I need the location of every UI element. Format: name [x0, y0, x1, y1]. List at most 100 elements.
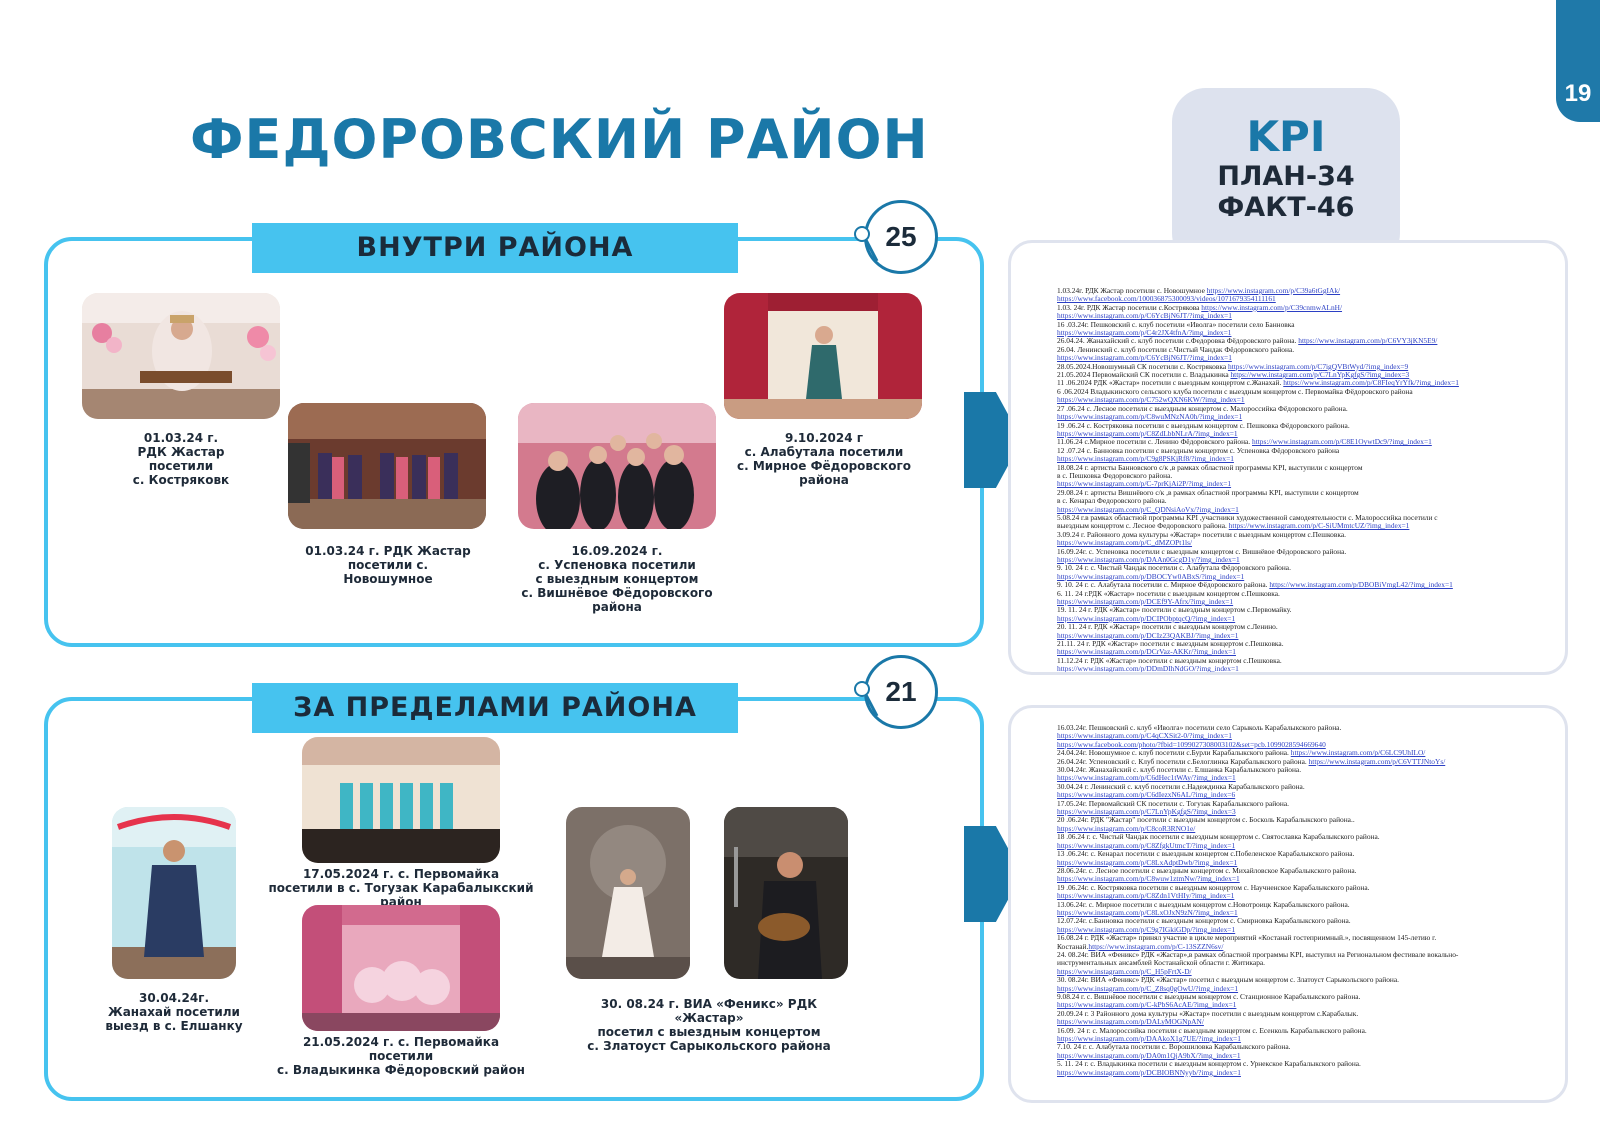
- list-entry-link[interactable]: https://www.instagram.com/p/C8ZfgkUtmcT/…: [1057, 841, 1236, 850]
- list-entry-text: 16.03.24г. Пешковский с. клуб «Иволга» п…: [1057, 724, 1342, 732]
- list-entry-text: 20 .06.24г. РДК "Жастар" посетили с выез…: [1057, 816, 1355, 825]
- list-entry-link[interactable]: https://www.instagram.com/p/DCIPObptqcQ/…: [1057, 614, 1236, 623]
- list-entry: https://www.facebook.com/photo/?fbid=109…: [1057, 741, 1555, 749]
- list-entry-text: 13 .06.24г. с. Кенарал посетили с выездн…: [1057, 850, 1355, 859]
- kpi-fact: ФАКТ-46: [1217, 192, 1355, 223]
- list-entry-link[interactable]: https://www.instagram.com/p/DCIz23QAKBJ/…: [1057, 631, 1239, 640]
- list-entry: https://www.instagram.com/p/C8LxAdptDwb/…: [1057, 859, 1555, 867]
- list-entry-link[interactable]: https://www.instagram.com/p/C6LC9UhILO/: [1290, 749, 1426, 758]
- list-entry-text: 9. 10. 24 г. с. Алабутала посетили с. Ми…: [1057, 581, 1270, 590]
- list-entry-text: 19. 11. 24 г. РДК «Жастар» посетили с вы…: [1057, 606, 1292, 615]
- list-entry-link[interactable]: https://www.instagram.com/p/C_H5pFrtX-D/: [1057, 967, 1192, 976]
- list-entry: 3.09.24 г. Районного дома культуры «Жаст…: [1057, 531, 1555, 539]
- list-entry: https://www.instagram.com/p/DCIz23QAKBJ/…: [1057, 632, 1555, 640]
- list-entry-link[interactable]: https://www.instagram.com/p/C39cnmwALnH/: [1201, 303, 1343, 312]
- list-entry: 19 .06.24г. с. Костряковка посетили с вы…: [1057, 884, 1555, 892]
- list-entry-text: 16.09.24г. с. Успеновка посетили с выезд…: [1057, 547, 1347, 556]
- list-entry-link[interactable]: https://www.instagram.com/p/C8FIeqYrYfk/…: [1283, 379, 1459, 388]
- list-entry-link[interactable]: https://www.instagram.com/p/C-7prKjAi2P/…: [1057, 480, 1232, 489]
- list-entry: https://www.instagram.com/p/DAAkoX1g7UE/…: [1057, 1035, 1555, 1043]
- photo-uspenovka-concert: [518, 403, 716, 529]
- list-entry-link[interactable]: https://www.instagram.com/p/C8Zdn1VtHIy/…: [1057, 892, 1235, 901]
- list-entry-link[interactable]: https://www.instagram.com/p/C_QDNsiAoVx/…: [1057, 505, 1239, 514]
- list-entry: 30.04.24 г. Ленинский с. клуб посетили с…: [1057, 783, 1555, 791]
- list-entry: 6 .06.2024 Владыкинского сельского клуба…: [1057, 388, 1555, 396]
- list-entry-link[interactable]: https://www.instagram.com/p/C7igQVBtWyd/…: [1227, 362, 1409, 371]
- outside-count-badge: 21: [854, 655, 938, 729]
- list-entry-link[interactable]: https://www.instagram.com/p/DA0m1QjA9bX/…: [1057, 1051, 1241, 1060]
- list-entry-link[interactable]: https://www.instagram.com/p/C-SiUMmtcUZ/…: [1228, 522, 1410, 531]
- list-entry-link[interactable]: https://www.instagram.com/p/C7LnYpKgfgS/…: [1230, 371, 1410, 380]
- list-entry-link[interactable]: https://www.instagram.com/p/C8wuMNzNA0h/…: [1057, 413, 1243, 422]
- list-entry-link[interactable]: https://www.instagram.com/p/DCrVaz-AKKr/…: [1057, 648, 1236, 657]
- list-entry-link[interactable]: https://www.instagram.com/p/C752wQXN6KW/…: [1057, 396, 1245, 405]
- list-entry-link[interactable]: https://www.instagram.com/p/C8E1OywtDc9/…: [1252, 438, 1432, 447]
- list-entry-link[interactable]: https://www.instagram.com/p/C9g7IGkiGDp/…: [1057, 925, 1236, 934]
- caption-novoshumnoe: 01.03.24 г. РДК Жастар посетили с. Новош…: [305, 544, 471, 586]
- list-entry-link[interactable]: https://www.instagram.com/p/DCEf9Y-Afrx/…: [1057, 598, 1234, 607]
- list-entry-text: 11.06.24 с.Мирное посетили с. Ленино Фёд…: [1057, 438, 1252, 447]
- list-entry-text: 21.11. 24 г. РДК «Жастар» посетили с вые…: [1057, 640, 1284, 649]
- list-entry-link[interactable]: https://www.facebook.com/photo/?fbid=109…: [1057, 740, 1326, 749]
- list-entry-link[interactable]: https://www.facebook.com/100036875300093…: [1057, 295, 1276, 304]
- list-entry-text: инструментальных ансамблей Костанайской …: [1057, 959, 1266, 968]
- list-entry-link[interactable]: https://www.instagram.com/p/DAAn0GcgD1y/…: [1057, 556, 1240, 564]
- list-entry-link[interactable]: https://www.instagram.com/p/DBOCYw0ABxS/…: [1057, 572, 1245, 581]
- list-entry-text: 17.05.24г. Первомайский СК посетили с. Т…: [1057, 799, 1289, 808]
- outside-district-panel: ЗА ПРЕДЕЛАМИ РАЙОНА 30.04.24г. Жанахай п…: [44, 683, 984, 1101]
- list-entry-text: 18 .06.24 г. с. Чистый Чандак посетили с…: [1057, 833, 1380, 842]
- list-entry-text: 19 .06.24 с. Костряковка посетили с выез…: [1057, 421, 1350, 430]
- list-entry-link[interactable]: https://www.instagram.com/p/C8ZdLbbNLrA/…: [1057, 429, 1238, 438]
- photo-alabutala-concert: [724, 293, 922, 419]
- list-entry: 20.09.24 г. 3 Районного дома культуры «Ж…: [1057, 1010, 1555, 1018]
- list-entry-link[interactable]: https://www.instagram.com/p/DCBIOBNNyyb/…: [1057, 1068, 1241, 1077]
- list-entry: https://www.instagram.com/p/C8coR3RNO1e/: [1057, 825, 1555, 833]
- list-entry: инструментальных ансамблей Костанайской …: [1057, 959, 1555, 967]
- list-entry-link[interactable]: https://www.instagram.com/p/C4qCXSit2-0/…: [1057, 732, 1232, 741]
- list-entry: 1.03. 24г. РДК Жастар посетили с.Костряк…: [1057, 304, 1555, 312]
- list-entry: 30. 08.24г. ВИА «Феникс» РДК «Жастар» по…: [1057, 976, 1555, 984]
- list-entry-link[interactable]: https://www.instagram.com/p/C6YcBjN6JT/?…: [1057, 354, 1232, 363]
- list-entry-link[interactable]: https://www.instagram.com/p/DDmDIhNdGO/?…: [1057, 665, 1239, 674]
- list-entry-link[interactable]: https://www.instagram.com/p/C8coR3RNO1e/: [1057, 824, 1196, 833]
- list-entry-link[interactable]: https://www.instagram.com/p/C_Z8sq0gOwU/…: [1057, 984, 1239, 993]
- outside-district-label: ЗА ПРЕДЕЛАМИ РАЙОНА: [252, 683, 738, 733]
- list-entry-link[interactable]: https://www.instagram.com/p/DBOBiVmgL42/…: [1269, 581, 1453, 590]
- list-entry-link[interactable]: https://www.instagram.com/p/C8LxAdptDwb/…: [1057, 858, 1238, 867]
- list-entry-link[interactable]: https://www.instagram.com/p/C4r2JX4tfnA/…: [1057, 329, 1232, 338]
- list-entry-link[interactable]: https://www.instagram.com/p/C7LnYpKgfgS/…: [1057, 808, 1236, 817]
- list-entry-text: 21.05.2024 Первомайский СК посетили с. В…: [1057, 371, 1231, 380]
- list-entry: 18.08.24 г. артисты Банновского с/к ,в р…: [1057, 464, 1555, 472]
- list-entry-link[interactable]: https://www.instagram.com/p/C8LxOJxN9zN/…: [1057, 908, 1238, 917]
- list-entry: 29.08.24 г. артисты Вишнёвого с/к ,в рам…: [1057, 489, 1555, 497]
- caption-pervomaika-vladykinka: 21.05.2024 г. с. Первомайка посетили с. …: [277, 1035, 525, 1077]
- caption-feniks-zlatoust: 30. 08.24 г. ВИА «Феникс» РДК «Жастар» п…: [587, 997, 831, 1053]
- list-entry-link[interactable]: https://www.instagram.com/p/DALyMOGNpAN/: [1057, 1018, 1204, 1027]
- list-entry-link[interactable]: https://www.instagram.com/p/C6dIezxN6AL/…: [1057, 791, 1236, 800]
- list-entry-link[interactable]: https://www.instagram.com/p/C-13SZZN6sv/: [1088, 942, 1224, 951]
- list-entry: 30.04.24г. Жанахайский с. клуб посетили …: [1057, 766, 1555, 774]
- list-entry-text: 30.04.24 г. Ленинский с. клуб посетили с…: [1057, 782, 1305, 791]
- list-entry-link[interactable]: https://www.instagram.com/p/C6dHec1tWAy/…: [1057, 774, 1236, 783]
- list-entry: 5.08.24 г.в рамках областной программы K…: [1057, 514, 1555, 522]
- list-entry: 18 .06.24 г. с. Чистый Чандак посетили с…: [1057, 833, 1555, 841]
- list-entry-link[interactable]: https://www.instagram.com/p/C_dMZOPt1ls/: [1057, 539, 1193, 548]
- list-entry-text: 12 .07.24 с. Банновка посетили с выездны…: [1057, 446, 1340, 455]
- list-entry-link[interactable]: https://www.instagram.com/p/C6VY3jKN5E9/: [1298, 337, 1438, 346]
- list-entry: https://www.instagram.com/p/C8wuw1ztmNw/…: [1057, 875, 1555, 883]
- list-entry-text: 28.05.2024.Новошумный СК посетили с. Кос…: [1057, 362, 1228, 371]
- photo-feniks-zlatoust-2: [724, 807, 848, 979]
- list-entry-link[interactable]: https://www.instagram.com/p/C39a6tGgIAk/: [1206, 287, 1341, 295]
- list-entry-link[interactable]: https://www.instagram.com/p/C6YcBjN6JT/?…: [1057, 312, 1232, 321]
- list-entry-link[interactable]: https://www.instagram.com/p/C6VTTJNtoYs/: [1308, 757, 1446, 766]
- list-entry: 26.04.24. Жанахайский с. клуб посетили с…: [1057, 337, 1555, 345]
- list-entry: https://www.instagram.com/p/C4r2JX4tfnA/…: [1057, 329, 1555, 337]
- list-entry: 24. 08.24г. ВИА «Феникс» РДК «Жастар»,в …: [1057, 951, 1555, 959]
- list-entry-link[interactable]: https://www.instagram.com/p/C9g8PSKjRf8/…: [1057, 455, 1234, 464]
- list-entry-link[interactable]: https://www.instagram.com/p/DAAkoX1g7UE/…: [1057, 1035, 1241, 1044]
- list-entry: https://www.instagram.com/p/DBOCYw0ABxS/…: [1057, 573, 1555, 581]
- list-entry-link[interactable]: https://www.instagram.com/p/C8wuw1ztmNw/…: [1057, 875, 1240, 884]
- list-entry-link[interactable]: https://www.instagram.com/p/C-kPbS6AcAE/…: [1057, 1001, 1237, 1010]
- list-entry: 24.04.24г. Новошумное с. клуб посетили с…: [1057, 749, 1555, 757]
- photo-novoshumnoe-concert: [288, 403, 486, 529]
